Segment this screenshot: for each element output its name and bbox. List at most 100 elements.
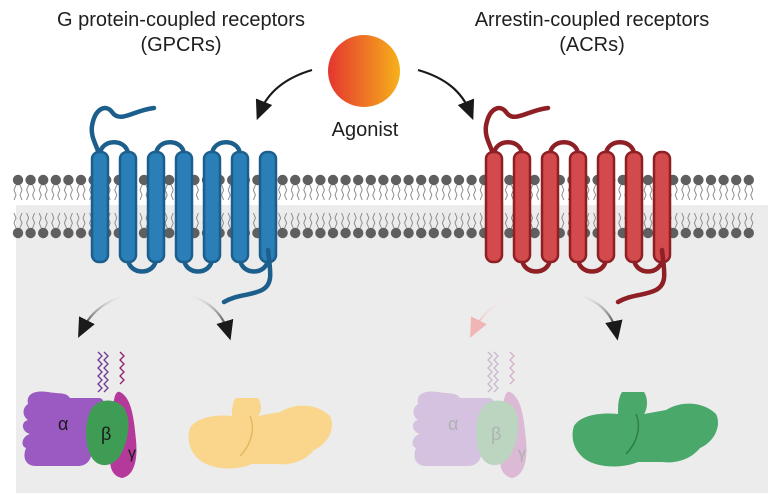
lipid-tail — [164, 212, 168, 229]
acr-n-terminus — [483, 105, 551, 165]
lipid-head — [75, 227, 87, 239]
lipid-tail — [63, 212, 67, 229]
lipid-head — [705, 174, 717, 186]
lipid-tail — [303, 212, 307, 229]
lipid-head — [403, 174, 414, 186]
lipid-head — [315, 227, 326, 239]
lipid-tail — [221, 184, 225, 201]
lipid-head — [353, 174, 364, 186]
gpcr-g-protein: α β γ — [22, 351, 137, 478]
lipid-tail — [347, 212, 351, 229]
acr-to-gprotein-arrow — [470, 292, 525, 338]
lipid-head — [428, 174, 439, 186]
lipid-tail — [38, 212, 42, 229]
g-alpha-subunit — [412, 391, 495, 466]
lipid-tail — [366, 184, 370, 201]
lipid-tail — [341, 184, 345, 201]
lipid-tail — [435, 184, 439, 201]
lipid-head — [390, 227, 402, 239]
lipid-tail — [296, 184, 300, 201]
g-alpha-symbol: α — [58, 414, 68, 434]
lipid-tail — [19, 184, 23, 201]
lipid-head — [25, 174, 36, 186]
lipid-tail — [384, 212, 388, 229]
lipid-tail — [51, 184, 55, 201]
lipid-tail — [593, 212, 597, 229]
lipid-tail — [586, 184, 590, 201]
lipid-tail — [750, 184, 754, 201]
lipid-head — [680, 227, 691, 239]
lipid-tail — [252, 184, 256, 201]
gpcr-helix — [146, 150, 166, 264]
lipid-tail — [719, 184, 723, 201]
lipid-tail — [706, 184, 710, 201]
lipid-tail — [76, 212, 80, 229]
gpcr-helix — [118, 150, 138, 264]
lipid-head — [38, 174, 49, 186]
acr-c-terminus — [615, 247, 667, 305]
lipid-head — [378, 174, 389, 186]
lipid-tail — [315, 212, 319, 229]
lipid-head — [302, 227, 313, 239]
acr-helix — [596, 150, 616, 264]
lipid-head — [302, 174, 313, 186]
lipid-tail — [681, 184, 685, 201]
lipid-tail — [435, 212, 439, 229]
lipid-tail — [19, 212, 23, 229]
gpcr-title: G protein-coupled receptors (GPCRs) — [0, 8, 362, 58]
acr-helix — [512, 150, 532, 264]
lipid-tail — [114, 212, 118, 229]
lipid-tail — [561, 184, 565, 201]
lipid-head — [642, 227, 654, 239]
lipid-tail — [429, 212, 433, 229]
lipid-head — [453, 227, 465, 239]
lipid-tail — [397, 184, 401, 201]
lipid-tail — [719, 212, 723, 229]
lipid-head — [164, 174, 175, 186]
lipid-head — [138, 227, 150, 239]
lipid-head — [164, 227, 175, 239]
lipid-head — [138, 174, 150, 186]
lipid-tail — [586, 212, 590, 229]
lipid-tail — [384, 184, 388, 201]
lipid-head — [25, 227, 36, 239]
lipid-tail — [593, 184, 597, 201]
lipid-tail — [530, 184, 534, 201]
lipid-tail — [687, 212, 691, 229]
lipid-tail — [359, 184, 363, 201]
lipid-tail — [744, 212, 748, 229]
lipid-head — [731, 227, 742, 239]
lipid-tail — [170, 212, 174, 229]
lipid-tail — [744, 184, 748, 201]
lipid-tail — [750, 212, 754, 229]
lipid-tail — [221, 212, 225, 229]
lipid-tail — [460, 184, 464, 201]
lipid-tail — [416, 184, 420, 201]
agonist-to-gpcr-arrow — [255, 68, 313, 121]
lipid-tail — [693, 184, 697, 201]
lipid-head — [340, 227, 351, 239]
g-gamma-symbol: γ — [128, 445, 136, 462]
lipid-head — [466, 227, 477, 239]
lipid-tail — [170, 184, 174, 201]
lipid-tail — [284, 184, 288, 201]
lipid-tail — [309, 212, 313, 229]
lipid-tail — [737, 212, 741, 229]
lipid-tail — [618, 184, 622, 201]
lipid-head — [441, 227, 452, 239]
lipid-tail — [422, 212, 426, 229]
lipid-head — [378, 227, 389, 239]
lipid-anchor-alpha — [97, 351, 103, 393]
gpcr-helix — [174, 150, 194, 264]
lipid-tail — [57, 212, 61, 229]
lipid-tail — [391, 184, 395, 201]
lipid-head — [327, 227, 339, 239]
lipid-tail — [278, 184, 282, 201]
lipid-tail — [441, 212, 445, 229]
agonist-molecule — [328, 35, 400, 107]
acr-to-arrestin-arrow — [571, 292, 623, 341]
acr-helix — [540, 150, 560, 264]
lipid-head — [277, 174, 288, 186]
lipid-tail — [693, 212, 697, 229]
gpcr-helix — [90, 150, 110, 264]
